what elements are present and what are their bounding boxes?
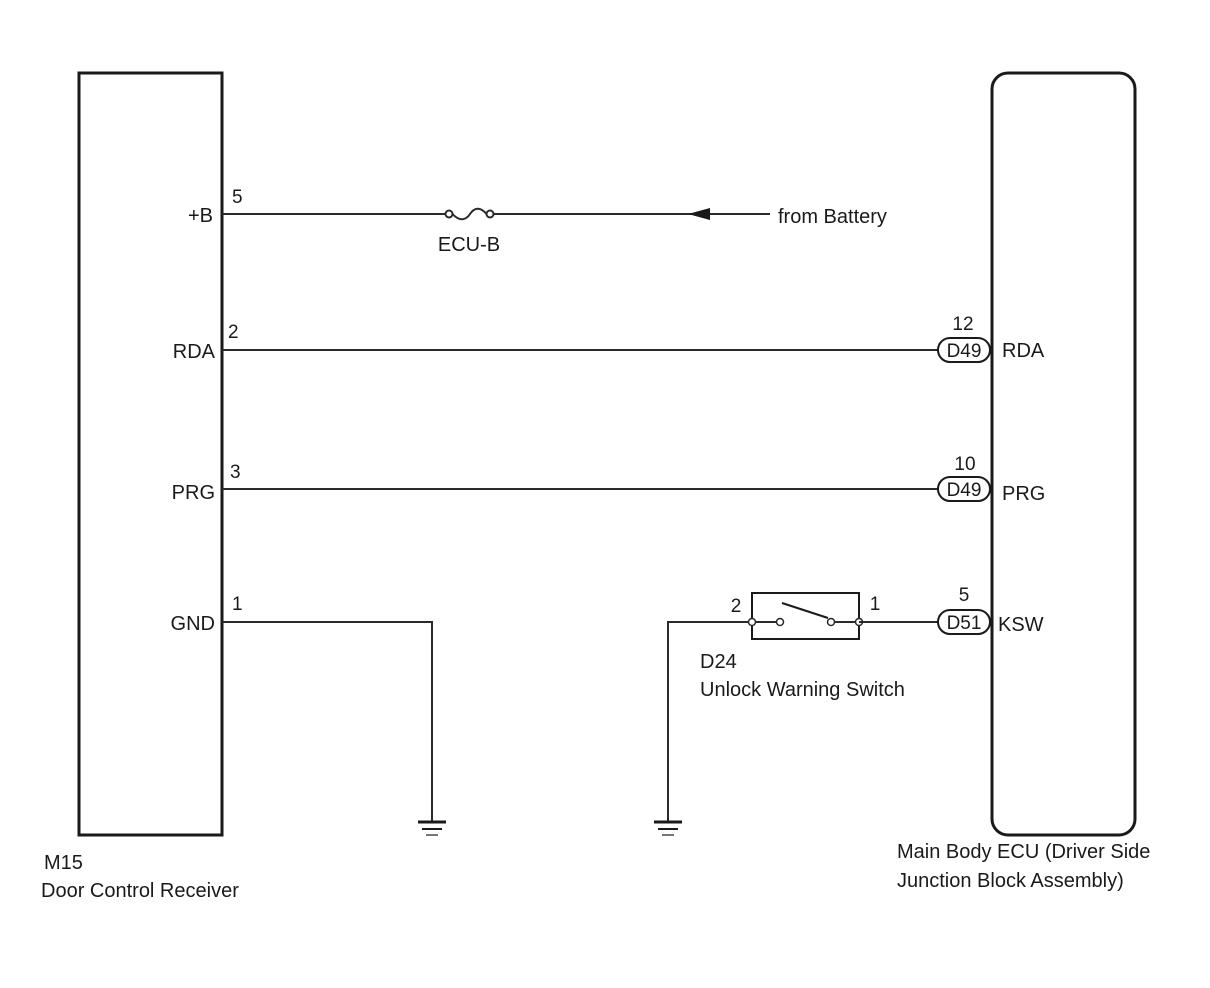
connector-label: D49 <box>947 341 982 362</box>
left-component-name: Door Control Receiver <box>41 880 239 902</box>
ground-icon <box>418 820 446 836</box>
connector-d49-rda: D49 <box>937 337 991 363</box>
ground-icon <box>654 820 682 836</box>
fuse-label: ECU-B <box>438 234 500 256</box>
left-component-id: M15 <box>44 852 83 874</box>
connector-label: D49 <box>947 480 982 501</box>
switch-name: Unlock Warning Switch <box>700 679 905 701</box>
ecu-pin-number-5: 5 <box>959 585 970 606</box>
switch-id: D24 <box>700 651 737 673</box>
main-body-ecu-box <box>990 71 1137 837</box>
pin-label-gnd: GND <box>171 613 215 635</box>
ecu-pin-label-prg: PRG <box>1002 483 1045 505</box>
unlock-warning-switch-icon <box>747 592 864 640</box>
right-component-name-line2: Junction Block Assembly) <box>897 870 1124 892</box>
arrow-icon <box>688 208 710 220</box>
pin-label-prg: PRG <box>172 482 215 504</box>
door-control-receiver-box <box>77 71 224 837</box>
connector-label: D51 <box>947 613 982 634</box>
pin-label-b: +B <box>188 205 213 227</box>
gnd-wire <box>222 621 433 821</box>
pin-label-rda: RDA <box>173 341 216 363</box>
ecu-pin-number-10: 10 <box>954 454 975 475</box>
connector-d51-ksw: D51 <box>937 609 991 635</box>
power-source-label: from Battery <box>778 206 887 228</box>
pin-number-1: 1 <box>232 594 243 615</box>
switch-pin-2: 2 <box>731 596 742 617</box>
pin-number-2: 2 <box>228 322 239 343</box>
pin-number-5: 5 <box>232 187 243 208</box>
ecu-pin-label-rda: RDA <box>1002 340 1045 362</box>
right-component-name-line1: Main Body ECU (Driver Side <box>897 841 1150 863</box>
fuse-icon <box>444 207 495 221</box>
switch-pin-1: 1 <box>870 594 881 615</box>
connector-d49-prg: D49 <box>937 476 991 502</box>
pin-number-3: 3 <box>230 462 241 483</box>
switch-ground-wire <box>667 621 752 821</box>
ecu-pin-number-12: 12 <box>952 314 973 335</box>
ecu-pin-label-ksw: KSW <box>998 614 1044 636</box>
